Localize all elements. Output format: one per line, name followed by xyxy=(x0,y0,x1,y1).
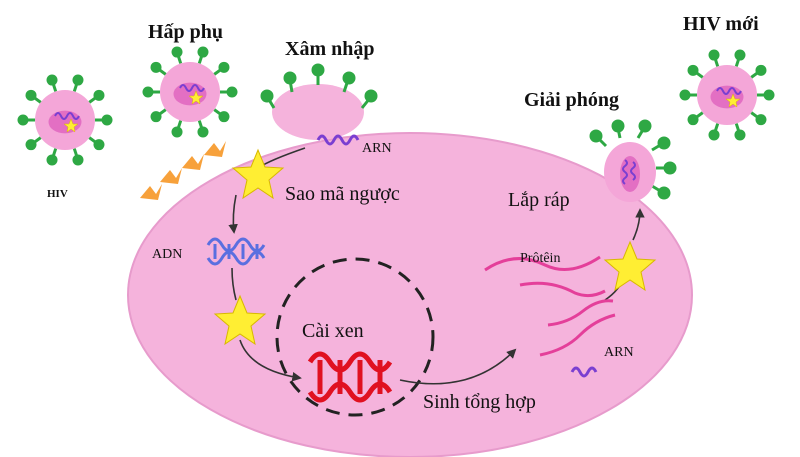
virus-spike-head xyxy=(72,74,84,86)
virus-spike-head xyxy=(93,89,105,101)
label-sinh-tong-hop: Sinh tổng hợp xyxy=(423,391,536,413)
virus-capsid xyxy=(710,85,744,109)
virus-spike-head xyxy=(218,61,230,73)
label-hap-phu: Hấp phụ xyxy=(148,21,223,43)
nucleus-boundary xyxy=(275,257,435,417)
virus-spike-head xyxy=(734,129,746,141)
virus-spike-head xyxy=(25,139,37,151)
reverse-transcriptase-stars xyxy=(213,148,657,346)
virus-spike-head xyxy=(171,126,183,138)
virus-spike-head xyxy=(708,129,720,141)
label-cai-xen: Cài xen xyxy=(302,320,364,342)
protein-strands xyxy=(484,255,616,357)
virus-spike-head xyxy=(687,64,699,76)
host-cell xyxy=(127,84,693,457)
label-arn-top: ARN xyxy=(362,141,392,156)
star-left xyxy=(213,294,267,346)
virus-spike-head xyxy=(150,61,162,73)
virus-spike-head xyxy=(93,139,105,151)
label-hiv-moi: HIV mới xyxy=(683,13,759,35)
virus-spike-head xyxy=(142,86,154,98)
virus-spike-head xyxy=(197,46,209,58)
virus-rna xyxy=(179,84,205,92)
virus-spike-head xyxy=(197,126,209,138)
virus-enzyme-star xyxy=(725,93,741,108)
virus-spike-head xyxy=(687,114,699,126)
virus-spike-head xyxy=(72,154,84,166)
virus-spike-head xyxy=(46,74,58,86)
star-right xyxy=(603,240,657,292)
new-hiv-particle xyxy=(679,49,775,141)
viral-rna-top xyxy=(316,134,360,146)
virus-spike-head xyxy=(226,86,238,98)
virus-spike-head xyxy=(25,89,37,101)
label-adn: ADN xyxy=(152,247,182,262)
viral-dna xyxy=(206,237,266,266)
virus-enzyme-star xyxy=(188,90,204,105)
virus-spike-head xyxy=(708,49,720,61)
virus-capsid xyxy=(48,110,82,134)
viral-rna-bottom xyxy=(570,366,598,378)
label-hiv: HIV xyxy=(47,188,68,200)
budding-virus xyxy=(589,119,677,202)
label-protein: Prôtêin xyxy=(520,251,560,266)
entering-virus-spikes xyxy=(260,63,378,109)
virus-spike-head xyxy=(150,111,162,123)
label-arn-bottom: ARN xyxy=(604,345,634,360)
virus-spike-head xyxy=(755,64,767,76)
hiv-virus-particle xyxy=(17,74,113,166)
virus-spike-head xyxy=(17,114,29,126)
virus-spike-head xyxy=(101,114,113,126)
virus-rna xyxy=(716,87,742,95)
label-xam-nhap: Xâm nhập xyxy=(285,38,374,60)
label-giai-phong: Giải phóng xyxy=(524,89,619,111)
virus-spike-head xyxy=(734,49,746,61)
star-top xyxy=(231,148,285,200)
cell-receptors xyxy=(140,141,226,200)
virus-spike-head xyxy=(171,46,183,58)
label-lap-rap: Lắp ráp xyxy=(508,189,570,211)
virus-spike-head xyxy=(679,89,691,101)
virus-spike-head xyxy=(763,89,775,101)
virus-spike-head xyxy=(755,114,767,126)
virus-rna xyxy=(54,112,80,120)
virus-enzyme-star xyxy=(63,118,79,133)
integrated-dna xyxy=(307,351,393,403)
virus-spike-head xyxy=(218,111,230,123)
label-sao-ma-nguoc: Sao mã ngược xyxy=(285,183,400,205)
adsorbing-virus-particle xyxy=(142,46,238,138)
virus-capsid xyxy=(173,82,207,106)
virus-spike-head xyxy=(46,154,58,166)
